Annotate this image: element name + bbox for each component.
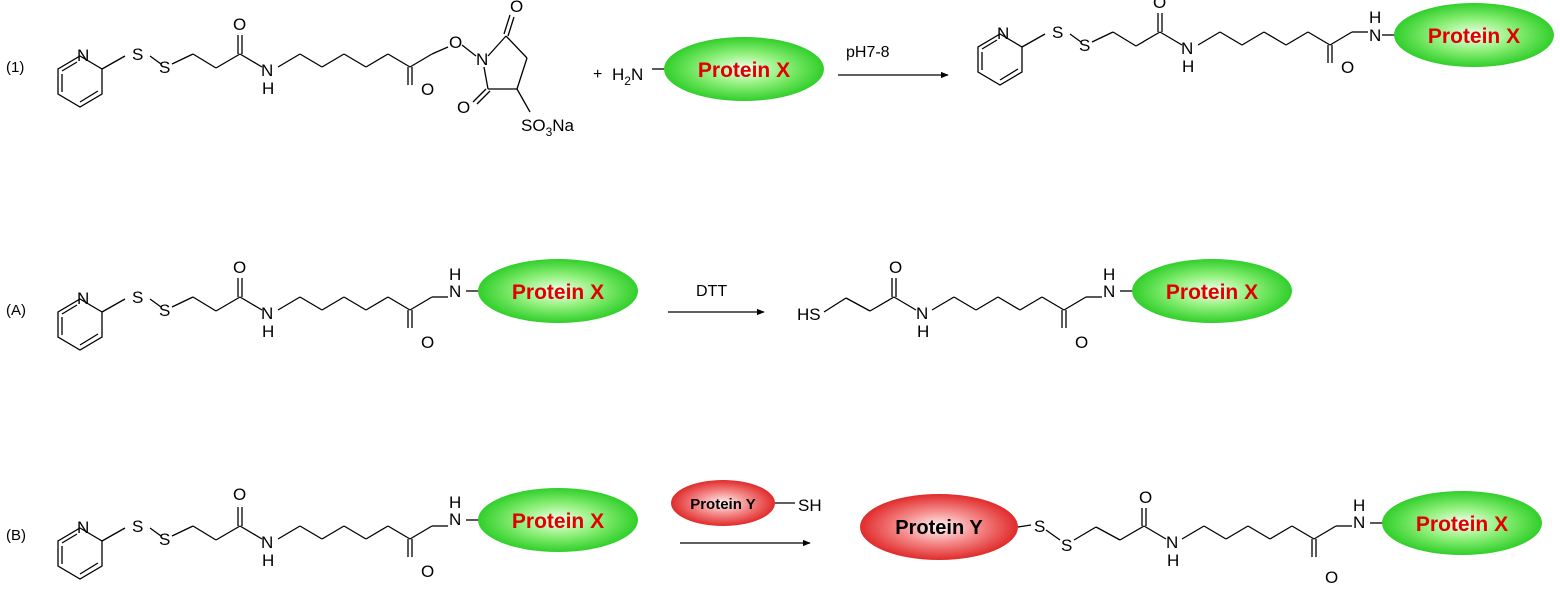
reaction-label-b: (B) [6,527,26,544]
amide-hydrogen: H [449,493,461,512]
thiol-protein-x-product: HS O N H O H N Protein X [797,258,1292,352]
reaction-arrow-a: DTT [668,283,765,316]
amide-hydrogen: H [1369,8,1381,27]
sulfur-atom: S [1052,23,1063,42]
amide-hydrogen: H [1167,551,1179,570]
ester-oxygen: O [449,33,462,52]
protein-x: Protein X [478,488,638,552]
carbonyl-oxygen: O [233,485,246,504]
svg-text:Protein X: Protein X [698,59,790,82]
svg-text:Protein Y: Protein Y [895,517,983,539]
protein-y-thiol-reagent: Protein Y SH [671,480,822,526]
amide-hydrogen: H [917,322,929,341]
amide-carbonyl-oxygen: O [421,333,434,352]
reaction-label-1: (1) [6,59,24,76]
protein-x: Protein X [1382,491,1542,555]
protein-y-label: Protein Y [690,496,756,513]
amide-carbonyl-oxygen: O [421,562,434,581]
amide-carbonyl-oxygen: O [1341,58,1354,77]
pyridine-nitrogen: N [77,289,89,308]
amide-nh: N [1369,26,1381,45]
amide-nh: N [449,510,461,529]
spdp-protein-x-conjugate: N S S O N H O H N Protein X [57,485,638,581]
protein-y-x-conjugate-product: Protein Y S S O N H O H N Protein X [860,488,1542,587]
amide-hydrogen: H [262,551,274,570]
pyridine-nitrogen: N [77,518,89,537]
amide-nh: N [261,61,273,80]
sulfur-atom: S [1079,36,1090,55]
protein-x: Protein X [1132,259,1292,323]
svg-text:Protein X: Protein X [1416,513,1508,536]
sulfur-atom: S [132,288,143,307]
sulfur-atom: S [159,301,170,320]
svg-text:Protein X: Protein X [1166,281,1258,304]
amine-group: H2N [612,65,643,88]
amide-hydrogen: H [262,322,274,341]
amide-nh: N [261,304,273,323]
succinimide-nitrogen: N [476,50,488,69]
plus-sign: + [593,66,602,83]
carbonyl-oxygen: O [233,15,246,34]
protein-y: Protein Y [860,494,1018,560]
pyridine-nitrogen: N [77,46,89,65]
amide-hydrogen: H [262,79,274,98]
reaction-arrow-1: pH7-8 [838,44,949,79]
protein-x: Protein X [664,37,824,101]
amide-hydrogen: H [1182,57,1194,76]
protein-x: Protein X [1394,3,1554,67]
sulfur-atom: S [1061,536,1072,555]
thiol-group: SH [798,496,822,515]
imide-oxygen: O [510,0,523,16]
carbonyl-oxygen: O [233,258,246,277]
thiol-group: HS [797,305,821,324]
amide-hydrogen: H [449,265,461,284]
sulfur-atom: S [132,45,143,64]
pyridine-nitrogen: N [997,24,1009,43]
sulfur-atom: S [159,530,170,549]
svg-text:Protein X: Protein X [512,281,604,304]
carbonyl-oxygen: O [889,258,902,277]
product-1: N S S O N H O H N Protein X [977,0,1554,86]
imide-oxygen: O [457,98,470,117]
amide-hydrogen: H [1103,265,1115,284]
spdp-reagent: N S S O N H O O N O O SO3Na [57,0,575,139]
spdp-protein-x-conjugate: N S S O N H O H N Protein X [57,258,638,352]
ester-carbonyl-oxygen: O [421,80,434,99]
amide-nh: N [1353,513,1365,532]
amide-nh: N [916,304,928,323]
amide-carbonyl-oxygen: O [1075,333,1088,352]
amide-nh: N [1166,533,1178,552]
sulfonate-group: SO3Na [521,116,575,139]
amide-carbonyl-oxygen: O [1325,568,1338,587]
svg-text:Protein X: Protein X [512,510,604,533]
sulfur-atom: S [132,517,143,536]
amide-nh: N [1181,39,1193,58]
sulfur-atom: S [1034,517,1045,536]
reducing-agent-dtt: DTT [696,283,727,300]
amide-hydrogen: H [1353,496,1365,515]
amide-nh: N [261,533,273,552]
amide-nh: N [449,282,461,301]
reaction-condition-ph: pH7-8 [846,44,890,61]
svg-text:Protein X: Protein X [1428,25,1520,48]
sulfur-atom: S [159,58,170,77]
protein-x: Protein X [478,259,638,323]
amide-nh: N [1103,282,1115,301]
carbonyl-oxygen: O [1139,488,1152,507]
reaction-label-a: (A) [6,302,26,319]
carbonyl-oxygen: O [1153,0,1166,12]
